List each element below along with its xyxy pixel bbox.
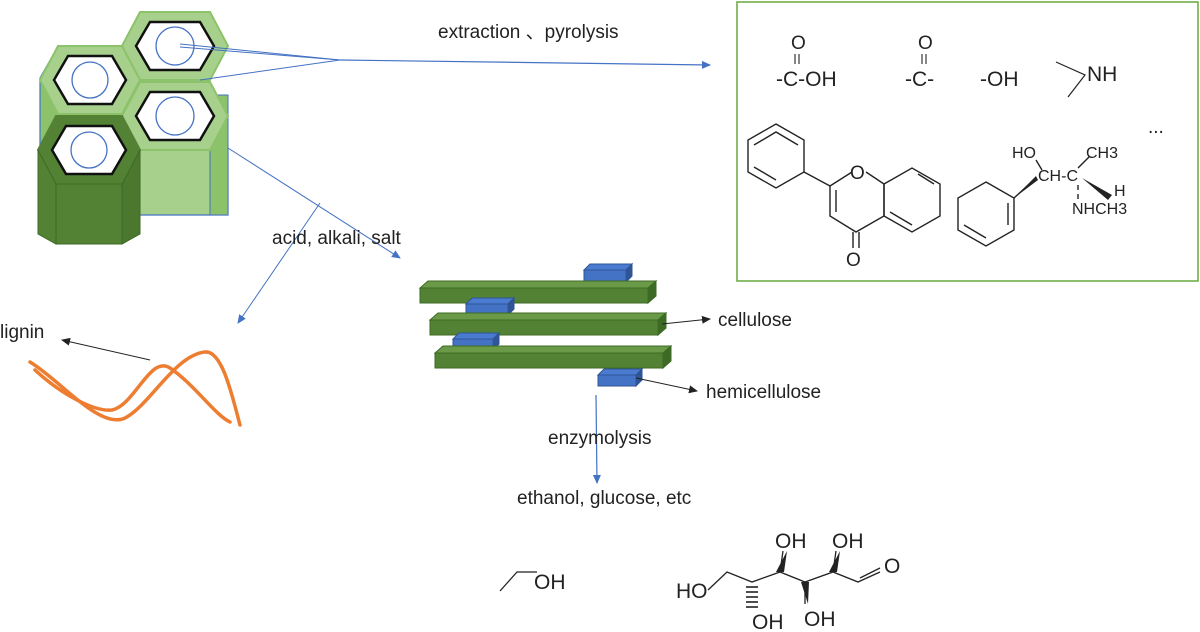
products-label: ethanol, glucose, etc: [517, 488, 691, 509]
carbonyl-group: O -C-: [905, 33, 934, 91]
ephedrine-wedge-2: [1082, 178, 1112, 200]
amine-group: NH: [1055, 61, 1117, 98]
ephedrine-nhch3: NHCH3: [1072, 201, 1127, 218]
enzymolysis-label: enzymolysis: [548, 428, 651, 449]
ephedrine-h: H: [1114, 183, 1126, 200]
carboxyl-group: O -C-OH: [776, 33, 837, 91]
glucose-oh-top2: OH: [832, 530, 864, 553]
lignin-label: lignin: [0, 322, 44, 343]
flavone-ring-o: O: [850, 163, 865, 184]
ephedrine-ch3: CH3: [1086, 145, 1118, 162]
ethanol-structure: OH: [499, 571, 566, 594]
glucose-ald-o: O: [884, 555, 900, 578]
extraction-arrows: [179, 43, 711, 81]
ellipsis: ...: [1148, 117, 1164, 138]
glucose-oh-top1: OH: [775, 530, 807, 553]
ephedrine-ch: CH-C: [1038, 168, 1078, 185]
svg-text:O: O: [918, 33, 933, 54]
flavone-keto-o: O: [846, 250, 861, 271]
svg-text:-C-: -C-: [905, 68, 934, 91]
enzymolysis-arrow: [592, 394, 601, 484]
lignin-arrow: [61, 337, 151, 361]
hemicellulose-arrow: [635, 377, 698, 394]
glucose-oh-bot1: OH: [752, 611, 784, 632]
glucose-oh-bot2: OH: [804, 608, 836, 631]
glucose-structure: [707, 550, 881, 608]
acid-label: acid, alkali, salt: [272, 228, 402, 249]
fiber-bundle: [418, 262, 673, 388]
svg-text:O: O: [791, 33, 806, 54]
glucose-ho-left: HO: [676, 580, 708, 603]
lignin-curve: [28, 350, 242, 427]
ethanol-oh: OH: [534, 571, 566, 594]
acid-arrows: [227, 147, 401, 324]
ephedrine-wedge: [1014, 176, 1038, 198]
flavone-structure: [747, 123, 941, 248]
svg-text:-C-OH: -C-OH: [776, 68, 837, 91]
hydroxyl-group: -OH: [980, 68, 1019, 91]
ephedrine-ho: HO: [1012, 145, 1036, 162]
hemicellulose-label: hemicellulose: [706, 382, 821, 403]
svg-text:NH: NH: [1087, 63, 1117, 86]
extraction-label: extraction 、pyrolysis: [438, 22, 619, 43]
products-box: [736, 1, 1199, 282]
plant-cell-cluster: [36, 11, 230, 245]
cellulose-label: cellulose: [718, 310, 792, 331]
cellulose-arrow: [661, 315, 711, 325]
